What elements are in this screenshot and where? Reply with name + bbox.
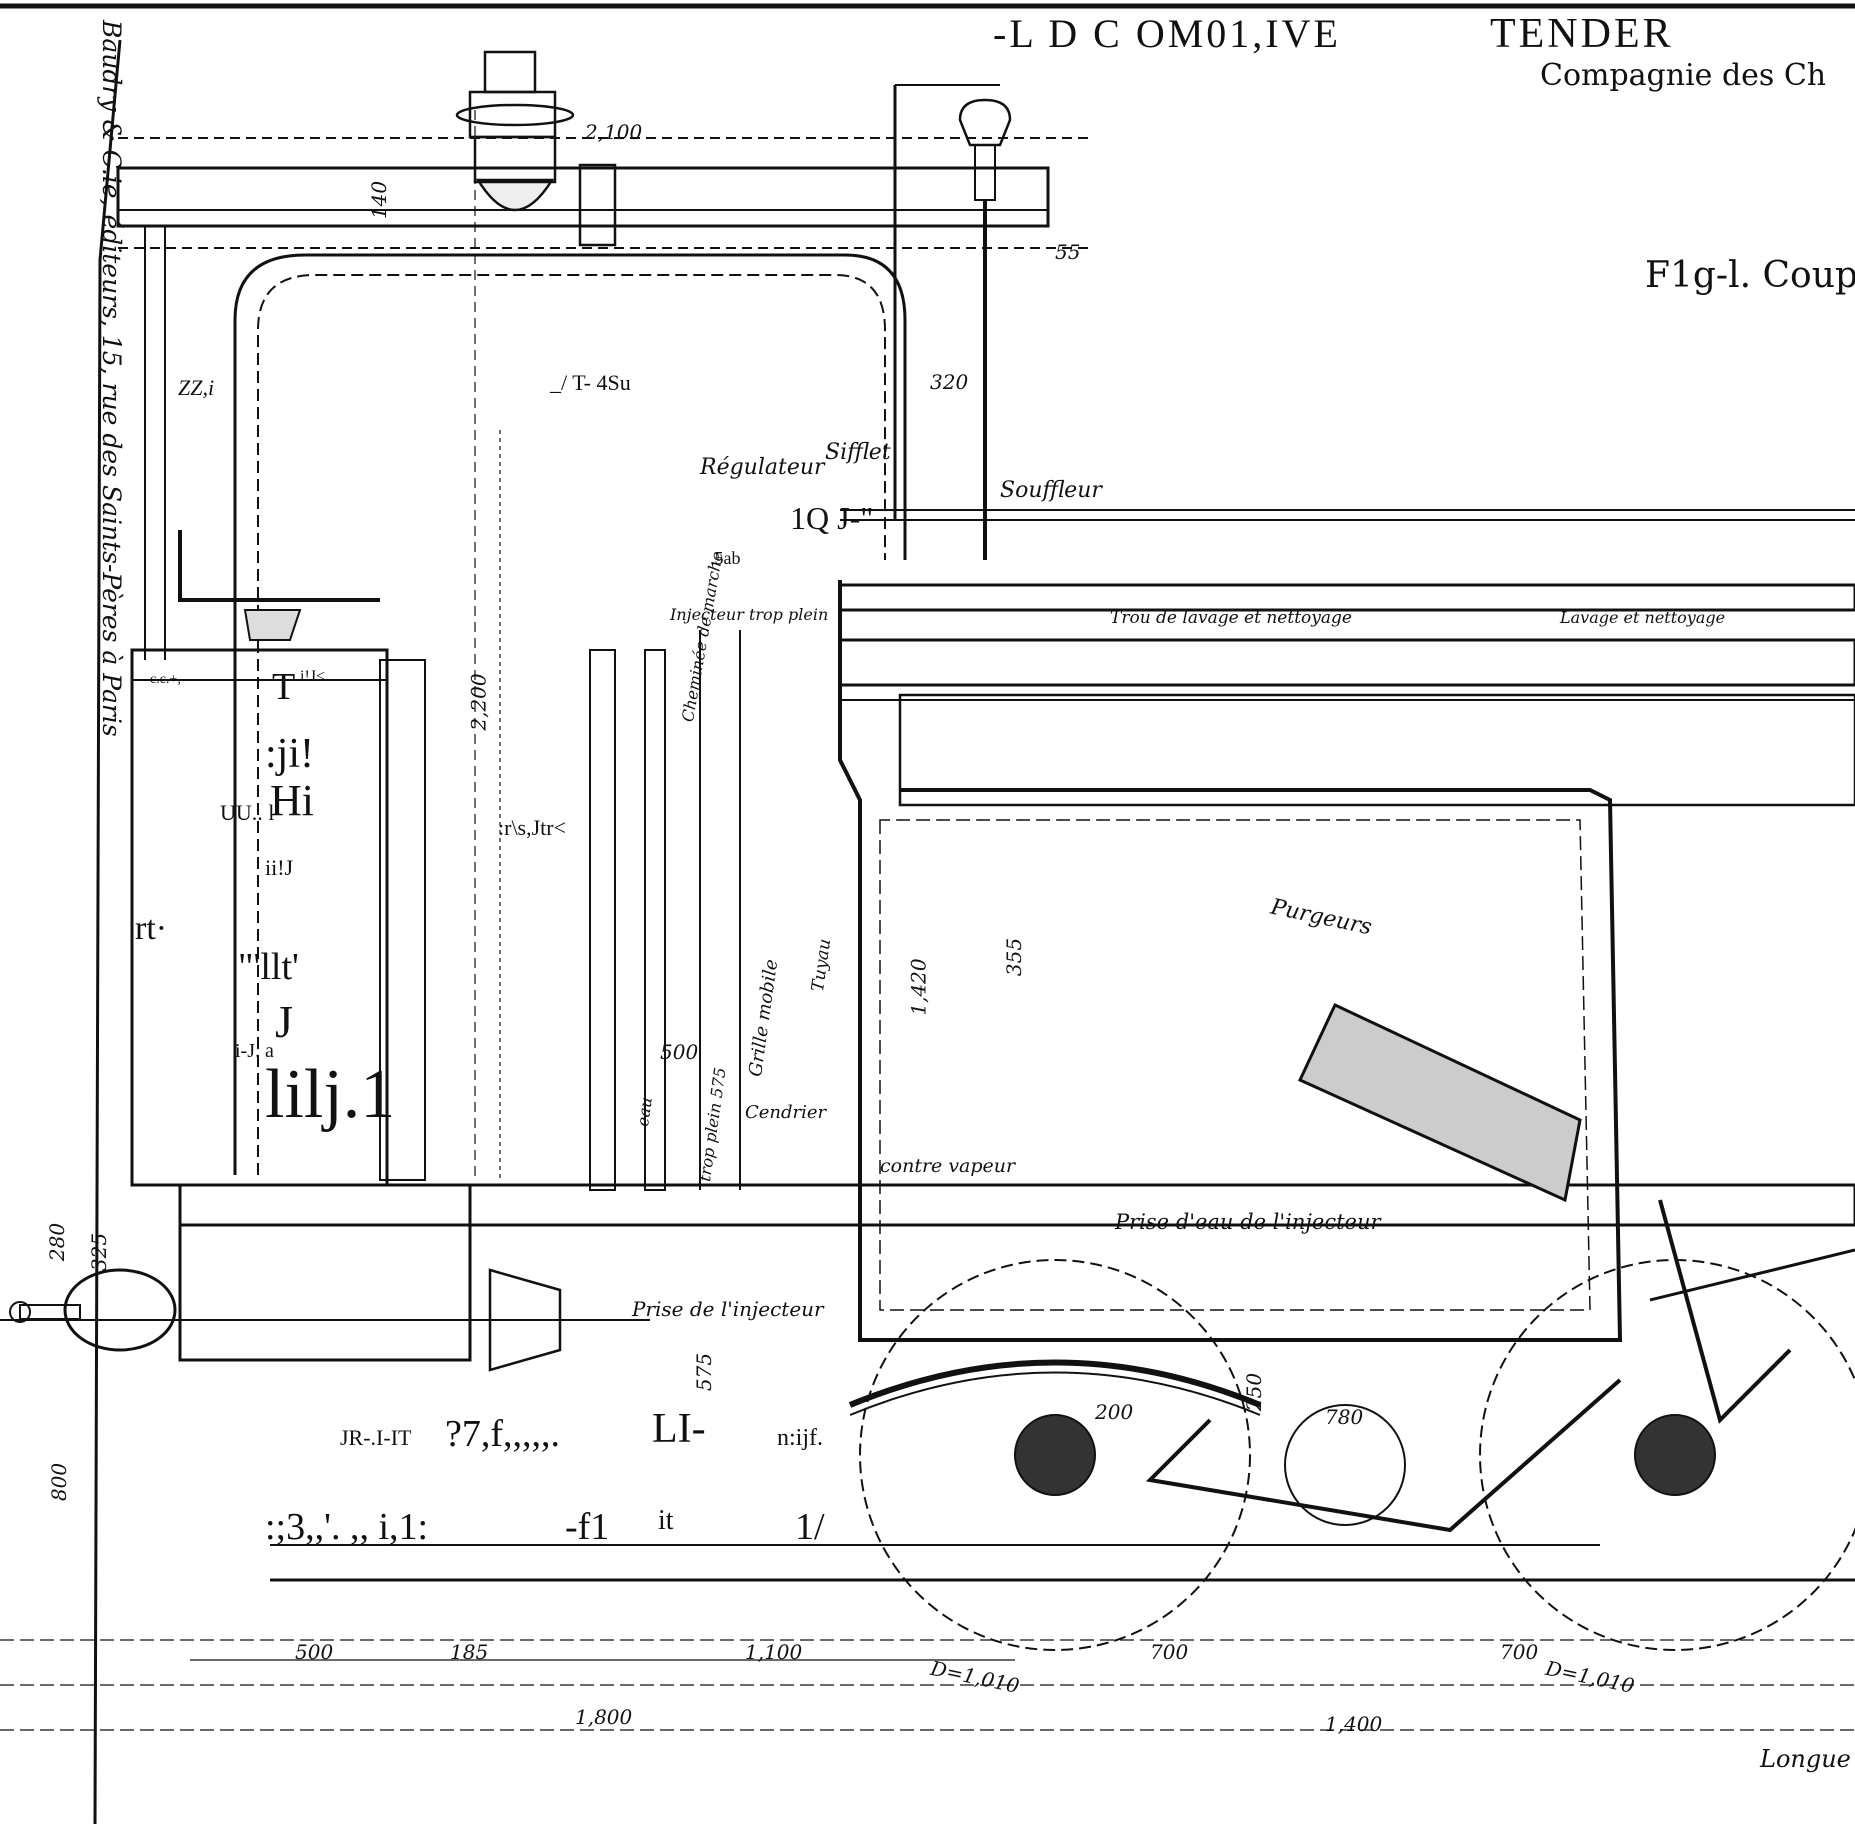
dim-780: 780 [1325,1405,1364,1429]
ocr-fragment: n:ijf. [777,1425,823,1451]
label-regulateur: Régulateur [700,455,825,480]
dim-500: 500 [295,1640,334,1664]
ocr-fragment: T [272,666,296,708]
title-tender: TENDER [1490,11,1674,57]
ocr-fragment: -f1 [565,1506,610,1548]
label-injecteur-trop-plein: Injecteur trop plein [670,605,829,624]
ocr-fragment: it [658,1505,674,1536]
dim-320: 320 [930,370,969,394]
label-prise-injecteur: Prise de l'injecteur [632,1297,824,1321]
ocr-fragment: ?7,f,,,,,. [445,1413,561,1455]
label-trou-lavage: Trou de lavage et nettoyage [1110,608,1352,628]
dim-250: 250 [1242,1372,1267,1412]
ocr-fragment: "'llt' [238,946,299,988]
ocr-fragment: _/ T- 4Su [550,370,631,395]
dim-575: 575 [692,1352,717,1392]
ocr-fragment: Hi [270,776,314,825]
dim-1100: 1,100 [745,1640,803,1664]
ocr-fragment: 1/ [795,1506,825,1548]
label-contre-vapeur: contre vapeur [880,1155,1016,1177]
ocr-fragment: :r\s,Jtr< [498,815,567,840]
ocr-fragment: ZZ,i [178,375,215,400]
ocr-fragment: LI- [652,1406,706,1452]
ocr-fragment: i!J< [300,668,326,685]
ocr-fragment: .5ab [710,548,741,568]
cab-roof [116,166,1050,228]
dim-2200: 2,200 [466,673,491,731]
label-souffleur: Souffleur [1000,478,1102,503]
safety-valve [455,50,617,247]
dim-700: 700 [1150,1640,1189,1664]
dim-140: 140 [367,180,392,220]
label-prise-eau: Prise d'eau de l'injecteur [1115,1210,1381,1234]
ocr-fragment: ii!J [265,855,294,880]
label-longueur: Longue [1760,1745,1851,1773]
ocr-fragment: :;3,,'. ,, i,1: [265,1506,429,1548]
dim-355: 355 [1002,937,1027,977]
ocr-fragment: J [275,996,293,1047]
dim-800: 800 [47,1462,72,1502]
dim-1400: 1,400 [1325,1712,1383,1736]
ocr-fragment: c.c.+, [150,672,181,687]
dim-200: 200 [1095,1400,1134,1424]
ocr-fragment: 1Q J-" [790,500,874,536]
dim-500a: 500 [660,1040,699,1064]
ocr-fragment: JR-.I-IT [340,1425,412,1450]
label-sifflet: Sifflet [825,440,891,465]
company-name: Compagnie des Ch [1540,58,1827,93]
dim-325: 325 [87,1232,112,1272]
dim-280: 280 [45,1222,70,1262]
dim-185: 185 [450,1640,489,1664]
ocr-fragment: lilj.1 [265,1056,396,1133]
ocr-fragment: UU.. l [220,800,275,825]
dim-1420: 1,420 [906,958,931,1016]
ocr-fragment: i-J. a [235,1040,274,1062]
buffer [9,1268,562,1372]
ocr-fragment: rt· [135,910,168,947]
figure-caption: F1g-l. Coup [1645,255,1855,296]
ocr-fragment: :ji! [265,731,314,777]
label-eau: eau [633,1095,656,1128]
dim-700b: 700 [1500,1640,1539,1664]
label-lavage: Lavage et nettoyage [1560,608,1726,627]
dim-1800: 1,800 [575,1705,633,1729]
title-locomotive: -L D C OM01,IVE [993,11,1341,56]
publisher-credit: Baudry & C.ie, éditeurs, 15, rue des Sai… [97,20,126,737]
label-cendrier: Cendrier [745,1102,827,1123]
dim-55: 55 [1055,240,1081,264]
dim-2100: 2,100 [585,120,643,144]
